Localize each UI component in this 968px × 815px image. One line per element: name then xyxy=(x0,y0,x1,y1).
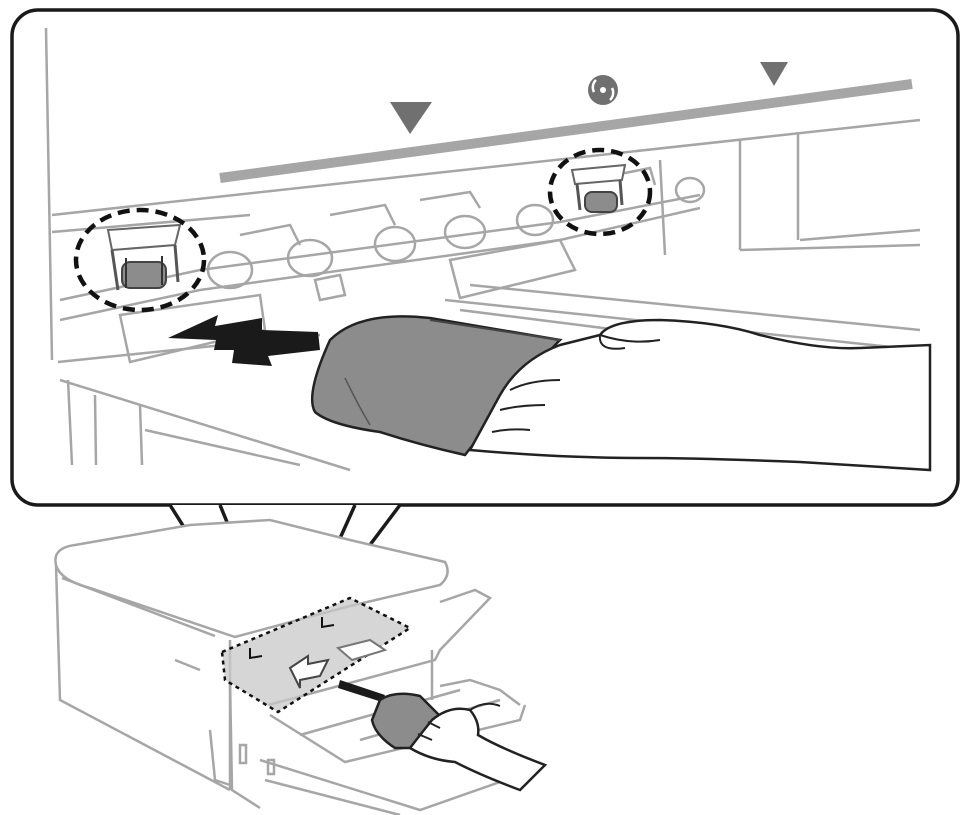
small-double-arrow-icon xyxy=(288,654,385,702)
paper-edge-guide-line xyxy=(219,79,913,183)
callout-panel-border xyxy=(10,8,960,507)
magnified-view xyxy=(12,10,958,505)
left-feed-roller xyxy=(106,223,182,291)
left-roller-highlight-circle xyxy=(73,207,207,313)
right-roller-highlight-circle xyxy=(547,147,653,237)
small-hand-icon xyxy=(408,707,548,792)
triangle-marker-icon xyxy=(760,62,788,86)
roller-position-marker xyxy=(249,648,263,660)
triangle-marker-icon xyxy=(390,102,432,134)
roller-position-marker xyxy=(321,617,335,629)
double-arrow-icon xyxy=(168,315,320,366)
cleaning-area-highlight xyxy=(220,596,413,714)
right-feed-roller xyxy=(570,163,627,213)
cd-disc-icon xyxy=(588,75,618,105)
cleaning-cloth-icon xyxy=(310,315,563,457)
